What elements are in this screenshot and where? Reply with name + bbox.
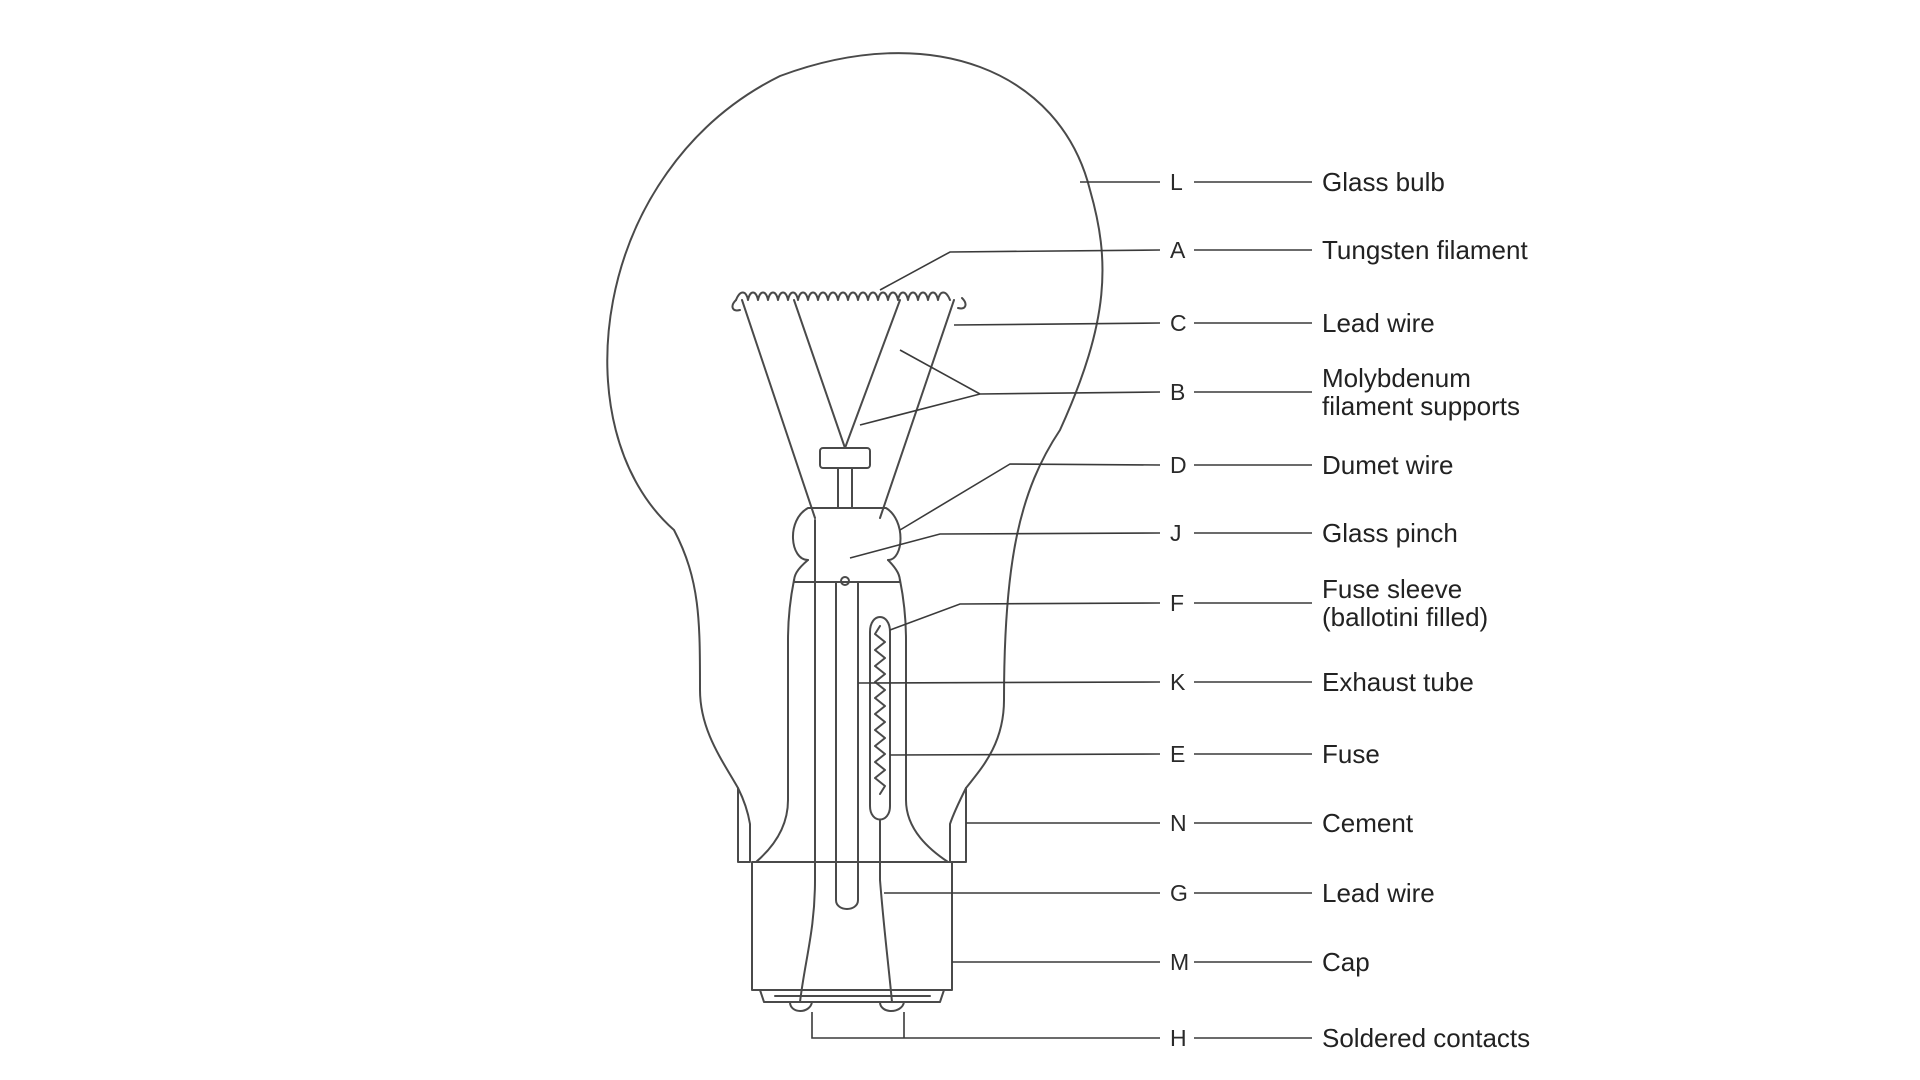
contact-right [879, 1001, 905, 1012]
support-left [793, 299, 846, 449]
callout-text: Exhaust tube [1322, 667, 1474, 697]
callout-letter: J [1170, 520, 1182, 546]
lead-wire-left [799, 519, 816, 1003]
leader-lines [811, 181, 1161, 1039]
cap-base [759, 989, 945, 1003]
contact-left [789, 1001, 813, 1012]
callout-c: C Lead wire [1170, 308, 1435, 338]
callout-text: Cement [1322, 808, 1414, 838]
callout-letter: C [1170, 310, 1187, 336]
callout-text: (ballotini filled) [1322, 602, 1488, 632]
callout-d: D Dumet wire [1170, 450, 1453, 480]
cement-left [737, 787, 751, 863]
callout-text: Glass bulb [1322, 167, 1445, 197]
cement-right [949, 787, 967, 863]
callout-letter: D [1170, 452, 1187, 478]
lead-wire-right [879, 819, 893, 1003]
callout-a: A Tungsten filament [1170, 235, 1528, 265]
cap [751, 861, 953, 991]
stem-neck [793, 559, 901, 583]
callout-text: Fuse [1322, 739, 1380, 769]
support-right [844, 299, 901, 449]
callout-text: Lead wire [1322, 878, 1435, 908]
callout-text: Lead wire [1322, 308, 1435, 338]
callout-text: Molybdenum [1322, 363, 1471, 393]
callout-e: E Fuse [1170, 739, 1380, 769]
glass-pinch [792, 507, 902, 561]
callout-text: Cap [1322, 947, 1370, 977]
callout-l: L Glass bulb [1170, 167, 1445, 197]
callout-text: Fuse sleeve [1322, 574, 1462, 604]
button-rod [819, 447, 871, 469]
glass-bulb [606, 52, 1104, 789]
callout-letter: L [1170, 169, 1183, 195]
callout-g: G Lead wire [1170, 878, 1435, 908]
callout-letter: F [1170, 590, 1184, 616]
exhaust-tube [835, 581, 859, 910]
callout-letter: A [1170, 237, 1186, 263]
fuse [874, 625, 886, 795]
tungsten-filament [735, 291, 951, 301]
callout-letter: N [1170, 810, 1187, 836]
callout-text: Soldered contacts [1322, 1023, 1530, 1053]
lead-wire-top-left [741, 299, 816, 519]
stem-tube [755, 579, 795, 863]
callout-letter: H [1170, 1025, 1187, 1051]
callout-letter: E [1170, 741, 1185, 767]
callout-letter: K [1170, 669, 1186, 695]
callout-letter: G [1170, 880, 1188, 906]
bulb-drawing [606, 52, 1104, 1012]
fuse-sleeve [869, 616, 891, 821]
callout-text: Glass pinch [1322, 518, 1458, 548]
callout-text: filament supports [1322, 391, 1520, 421]
callout-letter: M [1170, 949, 1189, 975]
callout-m: M Cap [1170, 947, 1370, 977]
callout-f: F Fuse sleeve(ballotini filled) [1170, 574, 1488, 632]
callout-n: N Cement [1170, 808, 1414, 838]
callout-letter: B [1170, 379, 1185, 405]
callout-k: K Exhaust tube [1170, 667, 1474, 697]
callout-text: Dumet wire [1322, 450, 1453, 480]
callout-text: Tungsten filament [1322, 235, 1528, 265]
lead-wire-top-right [879, 299, 955, 519]
callout-j: J Glass pinch [1170, 518, 1458, 548]
callout-h: H Soldered contacts [1170, 1023, 1530, 1053]
